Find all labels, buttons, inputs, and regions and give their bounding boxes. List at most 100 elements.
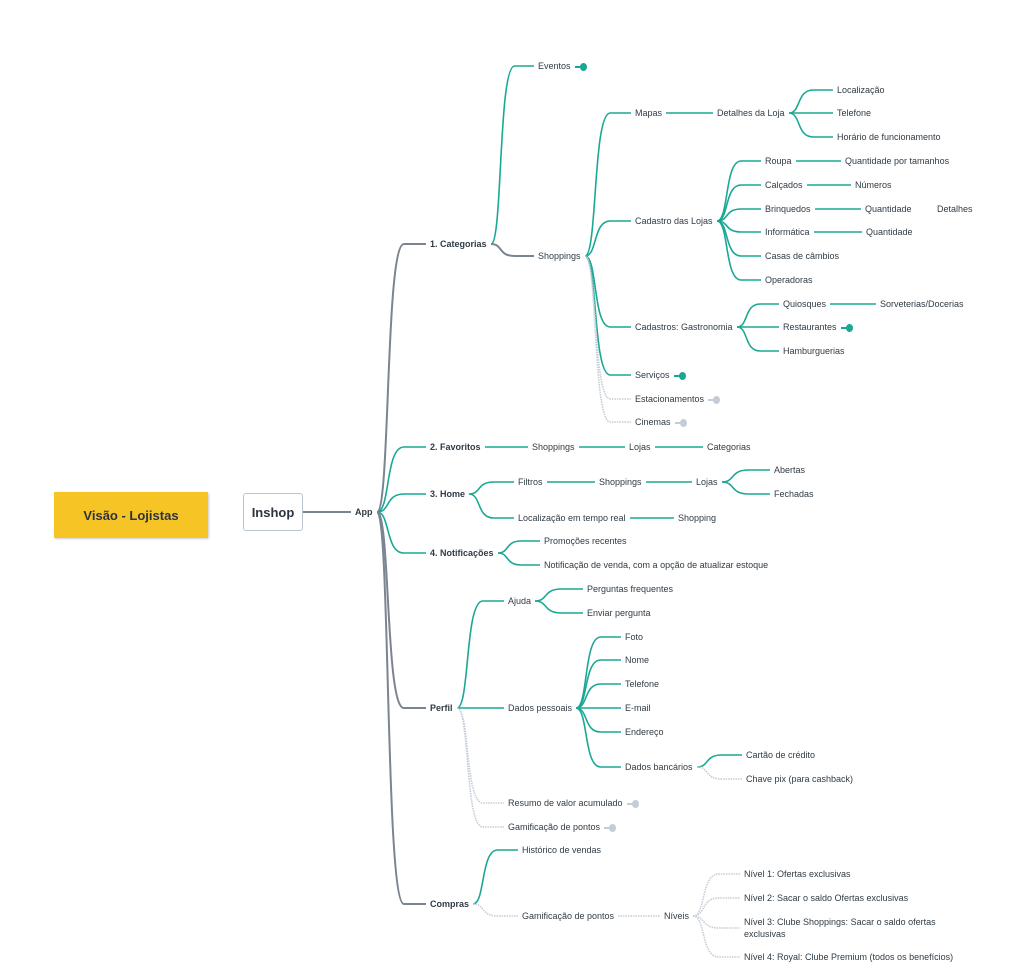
topic-sorv[interactable]: Sorveterias/Docerias xyxy=(880,298,964,310)
topic-gast[interactable]: Cadastros: Gastronomia xyxy=(635,321,733,333)
topic-ajuda[interactable]: Ajuda xyxy=(508,595,531,607)
connector-detloja-loc xyxy=(788,89,833,114)
topic-app[interactable]: App xyxy=(355,506,373,518)
topic-envp[interactable]: Enviar pergunta xyxy=(587,607,651,619)
topic-oper[interactable]: Operadoras xyxy=(765,274,813,286)
topic-promo[interactable]: Promoções recentes xyxy=(544,535,627,547)
topic-serv[interactable]: Serviços xyxy=(635,369,686,381)
collapse-marker-icon[interactable] xyxy=(674,418,687,427)
topic-ptel[interactable]: Telefone xyxy=(625,678,659,690)
topic-perg[interactable]: Perguntas frequentes xyxy=(587,583,673,595)
topic-quiosq[interactable]: Quiosques xyxy=(783,298,826,310)
topic-qtd1[interactable]: Quantidade xyxy=(865,203,912,215)
topic-label: Gamificação de pontos xyxy=(522,911,615,921)
topic-foto[interactable]: Foto xyxy=(625,631,643,643)
collapse-marker-icon[interactable] xyxy=(604,823,617,832)
topic-label: Dados bancários xyxy=(625,762,693,772)
topic-n2[interactable]: Nível 2: Sacar o saldo Ofertas exclusiva… xyxy=(744,892,908,904)
topic-rest[interactable]: Restaurantes xyxy=(783,321,853,333)
connector-home-loctr xyxy=(468,493,514,519)
topic-roupa[interactable]: Roupa xyxy=(765,155,792,167)
topic-end[interactable]: Endereço xyxy=(625,726,664,738)
topic-hamb[interactable]: Hamburguerias xyxy=(783,345,845,357)
topic-shop[interactable]: Shoppings xyxy=(538,250,581,262)
topic-label: Shoppings xyxy=(599,477,642,487)
topic-fechadas[interactable]: Fechadas xyxy=(774,488,814,500)
topic-dados[interactable]: Dados pessoais xyxy=(508,702,572,714)
root-topic-label: Visão - Lojistas xyxy=(83,507,179,523)
root-topic[interactable]: Visão - Lojistas xyxy=(54,492,208,538)
topic-notven[interactable]: Notificação de venda, com a opção de atu… xyxy=(544,559,768,571)
connector-perfil-resumo xyxy=(456,707,504,804)
topic-cat[interactable]: 1. Categorias xyxy=(430,238,487,250)
topic-fav[interactable]: 2. Favoritos xyxy=(430,441,481,453)
topic-cadl[interactable]: Cadastro das Lojas xyxy=(635,215,713,227)
connector-shop-gast xyxy=(584,255,631,328)
topic-niveis[interactable]: Níveis xyxy=(664,910,689,922)
topic-casas[interactable]: Casas de câmbios xyxy=(765,250,839,262)
topic-label: 3. Home xyxy=(430,489,466,499)
connector-app-home xyxy=(376,493,426,513)
topic-pix[interactable]: Chave pix (para cashback) xyxy=(746,773,853,785)
topic-favcat[interactable]: Categorias xyxy=(707,441,751,453)
topic-label: Resumo de valor acumulado xyxy=(508,798,623,808)
topic-cartao[interactable]: Cartão de crédito xyxy=(746,749,815,761)
topic-n4[interactable]: Nível 4: Royal: Clube Premium (todos os … xyxy=(744,951,953,963)
topic-gamp[interactable]: Gamificação de pontos xyxy=(508,821,617,833)
topic-loctr[interactable]: Localização em tempo real xyxy=(518,512,626,524)
topic-qtdtam[interactable]: Quantidade por tamanhos xyxy=(845,155,949,167)
topic-email[interactable]: E-mail xyxy=(625,702,651,714)
topic-compras[interactable]: Compras xyxy=(430,898,469,910)
topic-hshop[interactable]: Shoppings xyxy=(599,476,642,488)
topic-cine[interactable]: Cinemas xyxy=(635,416,687,428)
topic-label: Lojas xyxy=(696,477,718,487)
topic-num[interactable]: Números xyxy=(855,179,892,191)
topic-favshop[interactable]: Shoppings xyxy=(532,441,575,453)
topic-n1[interactable]: Nível 1: Ofertas exclusivas xyxy=(744,868,851,880)
topic-label: Enviar pergunta xyxy=(587,608,651,618)
topic-tel[interactable]: Telefone xyxy=(837,107,871,119)
collapse-marker-icon[interactable] xyxy=(840,323,853,332)
collapse-marker-icon[interactable] xyxy=(673,371,686,380)
topic-abertas[interactable]: Abertas xyxy=(774,464,805,476)
connector-banc-pix xyxy=(696,766,742,780)
topic-gamc[interactable]: Gamificação de pontos xyxy=(522,910,614,922)
topic-favlojas[interactable]: Lojas xyxy=(629,441,651,453)
topic-shopping[interactable]: Shopping xyxy=(678,512,716,524)
topic-label: Promoções recentes xyxy=(544,536,627,546)
topic-nome[interactable]: Nome xyxy=(625,654,649,666)
collapse-marker-icon[interactable] xyxy=(708,395,721,404)
topic-n3[interactable]: Nível 3: Clube Shoppings: Sacar o saldo … xyxy=(744,916,944,940)
connector-app-notif xyxy=(376,511,426,554)
topic-label: Nível 3: Clube Shoppings: Sacar o saldo … xyxy=(744,917,936,939)
topic-brinq[interactable]: Brinquedos xyxy=(765,203,811,215)
topic-hlojas[interactable]: Lojas xyxy=(696,476,718,488)
topic-banc[interactable]: Dados bancários xyxy=(625,761,693,773)
topic-detloja[interactable]: Detalhes da Loja xyxy=(717,107,785,119)
collapse-marker-icon[interactable] xyxy=(574,62,587,71)
topic-resumo[interactable]: Resumo de valor acumulado xyxy=(508,797,639,809)
topic-notif[interactable]: 4. Notificações xyxy=(430,547,494,559)
topic-calc[interactable]: Calçados xyxy=(765,179,803,191)
topic-info[interactable]: Informática xyxy=(765,226,810,238)
topic-eventos[interactable]: Eventos xyxy=(538,60,587,72)
topic-label: Dados pessoais xyxy=(508,703,573,713)
inshop-topic[interactable]: Inshop xyxy=(243,493,303,531)
collapse-marker-icon[interactable] xyxy=(626,799,639,808)
topic-mapas[interactable]: Mapas xyxy=(635,107,662,119)
topic-label: Roupa xyxy=(765,156,792,166)
topic-label: Shoppings xyxy=(538,251,581,261)
topic-perfil[interactable]: Perfil xyxy=(430,702,453,714)
topic-hor[interactable]: Horário de funcionamento xyxy=(837,131,941,143)
topic-loc[interactable]: Localização xyxy=(837,84,885,96)
topic-home[interactable]: 3. Home xyxy=(430,488,465,500)
topic-hist[interactable]: Histórico de vendas xyxy=(522,844,601,856)
topic-qtd2[interactable]: Quantidade xyxy=(866,226,913,238)
topic-estac[interactable]: Estacionamentos xyxy=(635,393,721,405)
topic-label: Foto xyxy=(625,632,644,642)
topic-filtros[interactable]: Filtros xyxy=(518,476,543,488)
topic-label: Números xyxy=(855,180,892,190)
connector-perfil-gamp xyxy=(456,707,504,828)
topic-det[interactable]: Detalhes xyxy=(937,203,973,215)
topic-label: Detalhes xyxy=(937,204,973,214)
